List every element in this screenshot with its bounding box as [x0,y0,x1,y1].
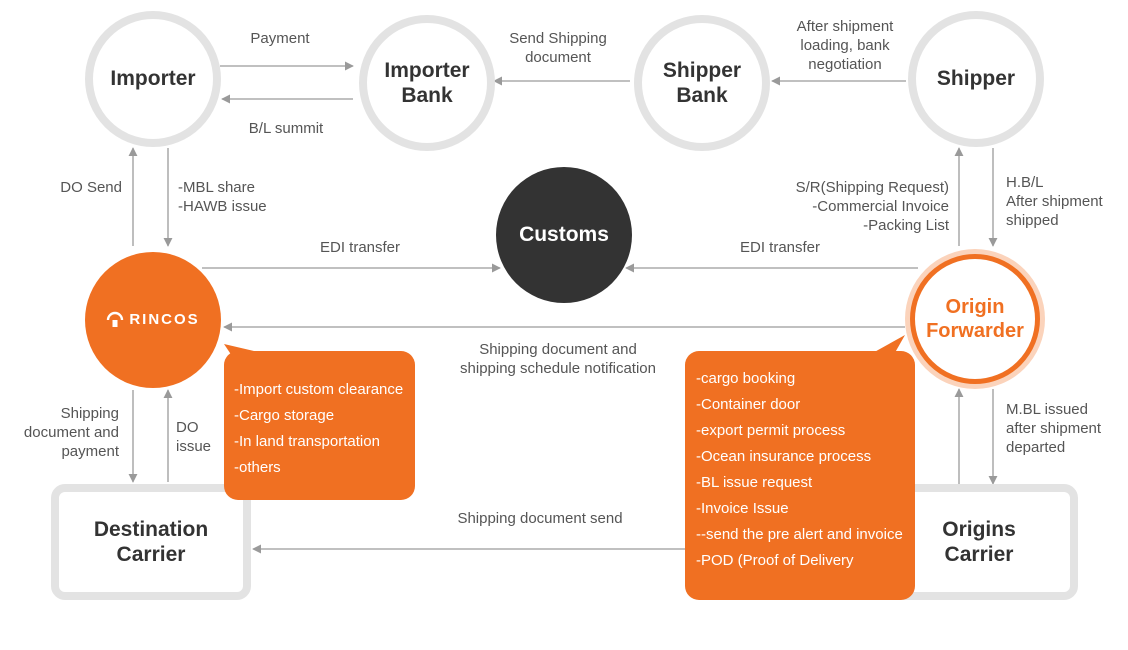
importer-bank-node: Importer Bank [359,15,495,151]
label-shipping-doc-payment: Shipping document and payment [23,405,119,460]
list-item: -POD (Proof of Delivery [696,552,854,569]
label-bank-negotiation: After shipment loading, bank negotiation [796,18,894,73]
forwarder-services-bubble: -cargo booking -Container door -export p… [685,351,915,600]
label-do-send: DO Send [60,179,122,196]
customs-node: Customs [496,167,632,303]
list-item: -Container door [696,396,801,413]
importer-node: Importer [85,11,221,147]
list-item: --send the pre alert and invoice [696,526,903,543]
list-item: -Invoice Issue [696,500,789,517]
list-item: -Cargo storage [234,407,335,424]
label-shipping-document-send: Shipping document send [457,510,623,527]
label-edi-transfer-right: EDI transfer [739,239,821,256]
label-shipping-request: S/R(Shipping Request) -Commercial Invoic… [795,179,949,234]
list-item: -others [234,459,281,476]
origin-forwarder-node: Origin Forwarder [910,254,1040,384]
label-mbl-issued: M.BL issued after shipment departed [1006,401,1102,456]
label-send-shipping-document: Send Shipping document [509,30,607,66]
list-item: -Ocean insurance process [696,448,872,465]
label-hbl: H.B/L After shipment shipped [1006,174,1103,229]
rincos-node: RINCOS [85,252,221,388]
label-edi-transfer-left: EDI transfer [319,239,401,256]
list-item: -Import custom clearance [234,381,404,398]
list-item: -export permit process [696,422,846,439]
list-item: -cargo booking [696,370,796,387]
label-do-issue: DO issue [176,419,212,455]
label-payment: Payment [250,30,310,47]
rincos-logo-icon [107,311,124,327]
rincos-logo: RINCOS [106,311,199,329]
shipper-node: Shipper [908,11,1044,147]
list-item: -In land transportation [234,433,380,450]
list-item: -BL issue request [696,474,813,491]
rincos-services-bubble: -Import custom clearance -Cargo storage … [224,351,415,500]
label-mbl-share: -MBL share -HAWB issue [178,179,267,215]
shipper-bank-node: Shipper Bank [634,15,770,151]
label-bl-summit: B/L summit [248,120,324,137]
rincos-logo-text: RINCOS [129,311,200,328]
destination-carrier-node: Destination Carrier [51,484,251,600]
label-shipping-schedule: Shipping document and shipping schedule … [460,341,656,377]
